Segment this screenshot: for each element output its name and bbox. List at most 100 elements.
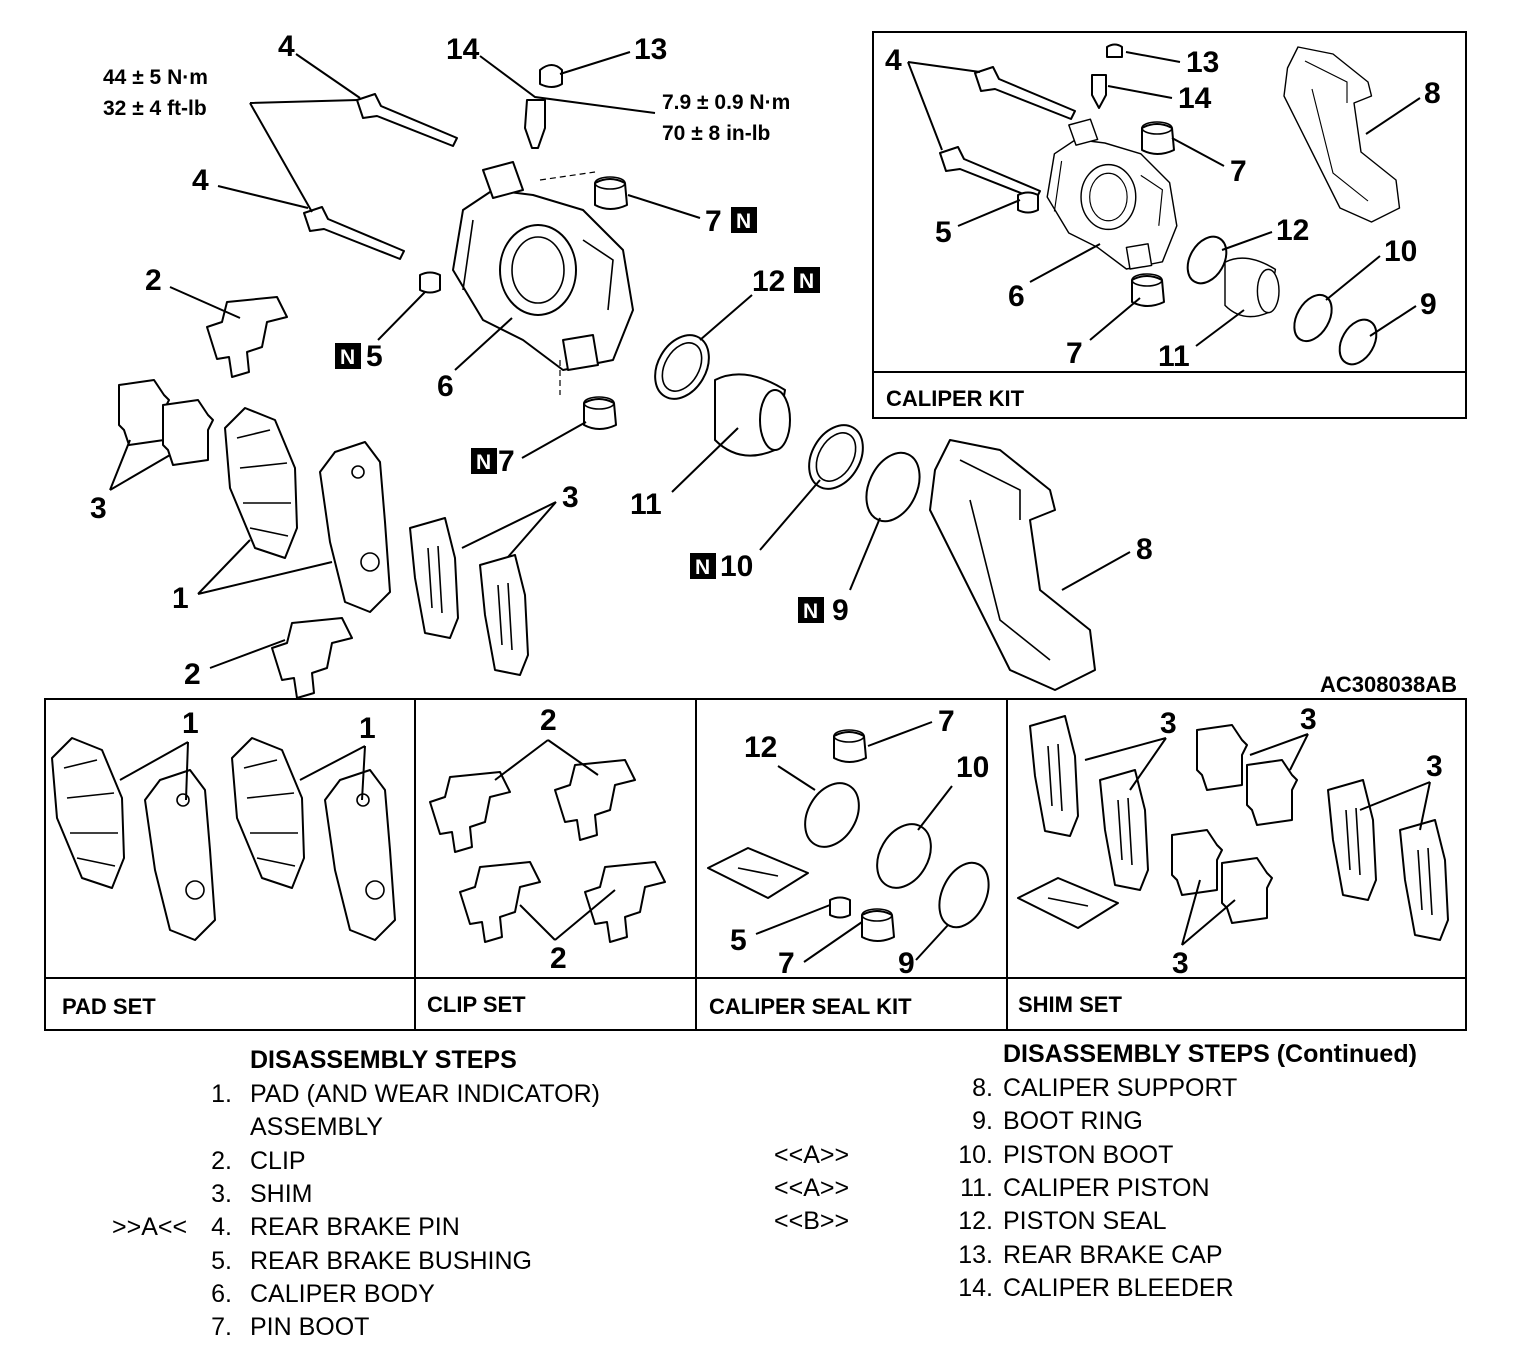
seal-kit-piston-boot (876, 823, 932, 889)
kit-callout-7-upper: 7 (1230, 155, 1247, 188)
new-part-mark-text: N (803, 600, 818, 623)
new-part-mark-text: N (695, 556, 710, 579)
callout-10: 10 (720, 550, 753, 583)
callout-5: 5 (366, 340, 383, 373)
rear-brake-pin-upper (356, 93, 458, 147)
shim-set-callout-3c: 3 (1426, 750, 1443, 783)
seal-kit-grease-packet (707, 847, 809, 899)
piston-boot (797, 414, 875, 500)
kit-callout-10: 10 (1384, 235, 1417, 268)
new-part-mark-7-upper (731, 207, 757, 233)
shim-set-callout-3b: 3 (1300, 703, 1317, 736)
step-label: CLIP (250, 1146, 306, 1175)
step-label: BOOT RING (1003, 1107, 1143, 1136)
seal-kit-callout-9: 9 (898, 947, 915, 980)
step-label: CALIPER BODY (250, 1279, 435, 1308)
new-part-mark-9 (798, 597, 824, 623)
new-part-mark-text: N (736, 210, 751, 233)
step-number: 14. (958, 1273, 993, 1302)
callout-7-lower: 7 (498, 445, 515, 478)
kit-brake-pin-upper (974, 66, 1076, 120)
callout-3-left: 3 (90, 492, 107, 525)
shim-set-small-4 (1221, 857, 1273, 924)
pad-set-pad-2 (231, 737, 305, 889)
torque-main-imperial: 32 ± 4 ft-lb (103, 97, 207, 120)
shim-set-small-1 (1196, 724, 1248, 791)
seal-kit-pin-boot-1 (833, 729, 867, 763)
caliper-kit-box (872, 31, 1467, 419)
step-number: 11. (960, 1173, 993, 1202)
clip-set-label: CLIP SET (427, 992, 526, 1017)
callout-6: 6 (437, 370, 454, 403)
pad-set-pad-1 (51, 737, 125, 889)
kit-caliper-piston (1224, 257, 1280, 318)
torque-bleeder-imperial: 70 ± 8 in-lb (662, 122, 770, 145)
step-number: 2. (211, 1146, 232, 1175)
pad-set-backplate-1 (144, 769, 216, 941)
callout-14: 14 (446, 33, 480, 66)
brake-pad-inner (224, 407, 298, 559)
step-number: 4. (211, 1213, 232, 1242)
shim-large-1 (409, 517, 459, 639)
callout-4-upper: 4 (278, 30, 295, 63)
seal-kit-callout-10: 10 (956, 751, 989, 784)
seal-kit-bushing (829, 896, 851, 919)
pin-boot-upper (594, 176, 628, 210)
kit-caliper-bleeder (1091, 74, 1107, 109)
new-part-mark-12 (794, 267, 820, 293)
kit-callout-8: 8 (1424, 77, 1441, 110)
seal-kit-callout-7-bottom: 7 (778, 947, 795, 980)
callout-2-lower: 2 (184, 658, 201, 691)
shim-set-large-4 (1399, 819, 1449, 941)
callout-11: 11 (630, 488, 662, 521)
callout-4-lower: 4 (192, 164, 209, 197)
step-label: PAD (AND WEAR INDICATOR) (250, 1080, 601, 1108)
shim-small-2 (162, 399, 214, 466)
new-part-mark-5 (335, 343, 361, 369)
step-label: PISTON SEAL (1003, 1207, 1167, 1236)
pin-boot-lower (583, 396, 617, 430)
step-number: 7. (211, 1313, 232, 1342)
shim-set-large-2 (1099, 769, 1149, 891)
callout-12: 12 (752, 265, 785, 298)
step-label: REAR BRAKE CAP (1003, 1240, 1223, 1269)
shim-set-callout-3a: 3 (1160, 707, 1177, 740)
steps-right: DISASSEMBLY STEPS (Continued) 8. CALIPER … (760, 1038, 1536, 1338)
rear-brake-pin-lower (303, 206, 405, 260)
kit-piston-seal (1186, 235, 1228, 285)
step-label: ASSEMBLY (250, 1113, 383, 1142)
step-number: 9. (972, 1107, 993, 1136)
kit-callout-5: 5 (935, 216, 952, 249)
step-number: 12. (958, 1207, 993, 1236)
step-label: CALIPER PISTON (1003, 1173, 1210, 1202)
kit-callout-7-lower: 7 (1066, 337, 1083, 370)
steps-right-heading: DISASSEMBLY STEPS (Continued) (1003, 1040, 1417, 1068)
step-label: PISTON BOOT (1003, 1140, 1174, 1169)
callout-1: 1 (172, 582, 189, 615)
clip-set-clip-1 (429, 771, 511, 853)
callout-13: 13 (634, 33, 667, 66)
kit-piston-boot (1293, 293, 1333, 343)
kit-boot-ring (1338, 318, 1378, 366)
seal-kit-pin-boot-2 (861, 908, 895, 942)
kit-rear-brake-bushing (1017, 191, 1039, 214)
step-number: 13. (958, 1240, 993, 1269)
step-reference: <<B>> (774, 1207, 850, 1236)
shim-set-callout-3d: 3 (1172, 947, 1189, 980)
step-number: 8. (972, 1074, 993, 1102)
shim-set-large-1 (1029, 715, 1079, 837)
callout-7-upper: 7 (705, 205, 722, 238)
step-reference: >>A<< (112, 1213, 188, 1242)
shim-set-label: SHIM SET (1018, 992, 1122, 1017)
step-reference: <<A>> (774, 1140, 850, 1169)
rear-brake-cap (539, 64, 563, 88)
step-label: REAR BRAKE PIN (250, 1213, 460, 1242)
shim-set-small-3 (1171, 829, 1223, 896)
kit-brake-pin-lower (939, 146, 1041, 200)
kit-callout-13: 13 (1186, 46, 1219, 79)
kit-callout-12: 12 (1276, 214, 1309, 247)
step-number: 3. (211, 1179, 232, 1208)
step-number: 6. (211, 1279, 232, 1308)
steps-left-heading: DISASSEMBLY STEPS (250, 1046, 517, 1074)
caliper-support (929, 439, 1096, 691)
